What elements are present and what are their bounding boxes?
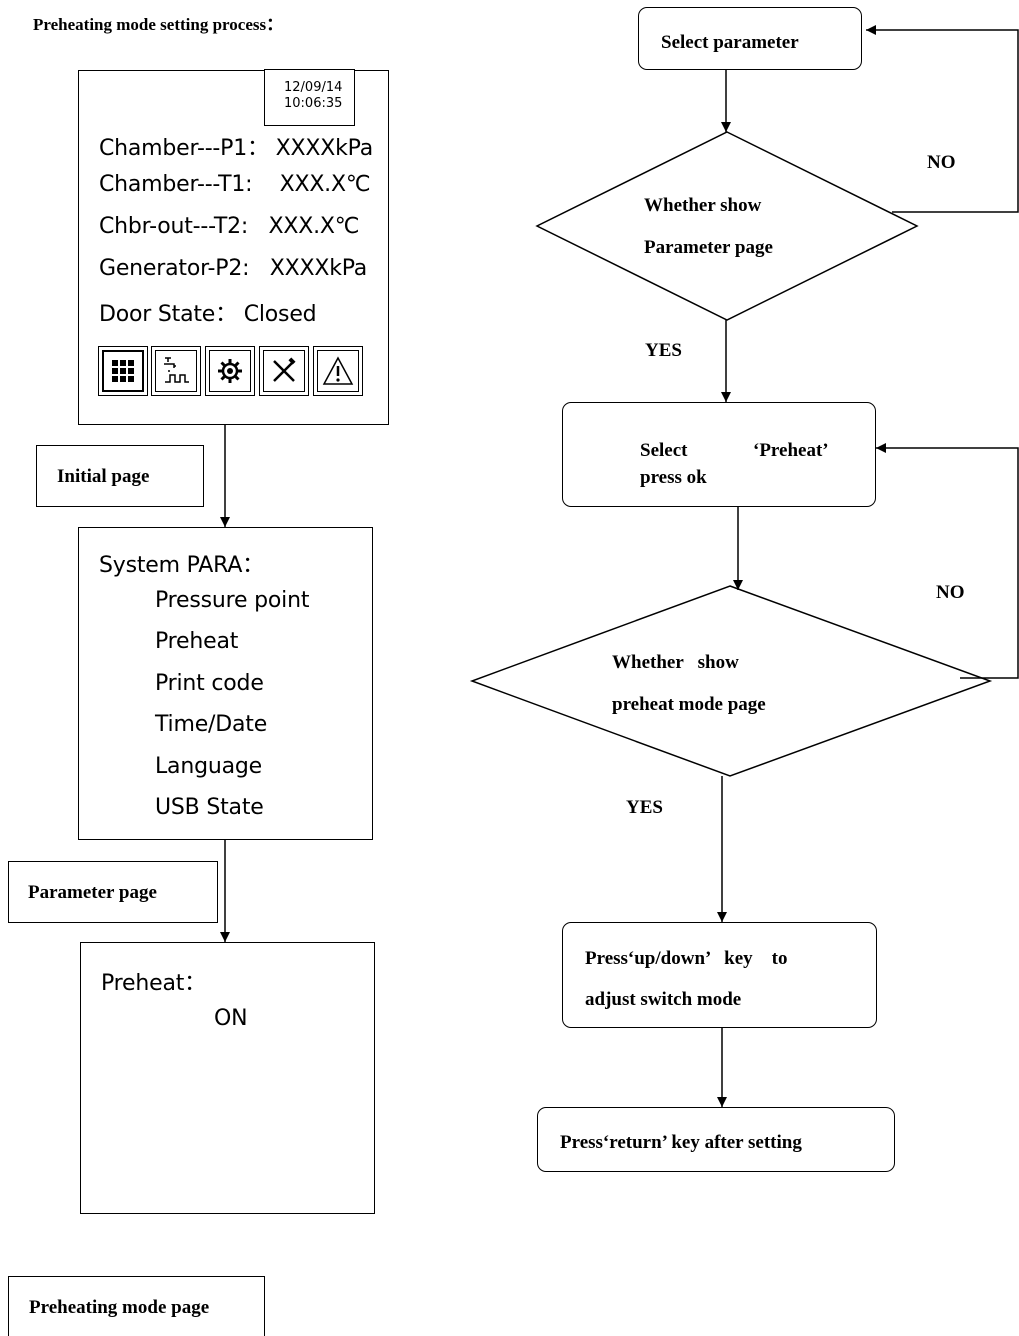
preheating-mode-page-label-text: Preheating mode page [29, 1297, 210, 1318]
initial-page-label: Initial page [36, 445, 204, 507]
press-updown-box: Press‘up/down’ key to adjust switch mode [562, 922, 877, 1028]
arrow-no-loop-1 [866, 25, 1019, 213]
select-preheat-word2: ‘Preheat’ [753, 440, 829, 461]
decision2-line2: preheat mode page [612, 694, 766, 715]
menu-item-time-date: Time/Date [155, 712, 268, 737]
yes-label-1: YES [645, 340, 682, 361]
preheating-mode-page-label: Preheating mode page [8, 1276, 265, 1336]
press-updown-line2: adjust switch mode [585, 989, 742, 1010]
time-text: 10:06:35 [284, 96, 343, 111]
no-label-2: NO [936, 582, 965, 603]
initial-page-label-text: Initial page [57, 466, 150, 487]
system-para-title: System PARA： [99, 553, 264, 578]
menu-item-preheat: Preheat [155, 629, 239, 654]
select-parameter-box: Select parameter [638, 7, 862, 70]
press-return-text: Press‘return’ key after setting [560, 1132, 802, 1153]
decision-diamond-2 [469, 585, 993, 777]
menu-item-usb-state: USB State [155, 795, 264, 820]
select-preheat-box: Select ‘Preheat’ press ok [562, 402, 876, 507]
decision1-line1: Whether show [644, 195, 762, 216]
decision1-line2: Parameter page [644, 237, 773, 258]
decision2-line1: Whether show [612, 652, 739, 673]
menu-item-print-code: Print code [155, 671, 264, 696]
page-heading: Preheating mode setting process： [33, 15, 284, 34]
press-return-box: Press‘return’ key after setting [537, 1107, 895, 1172]
arrow-no-loop-2 [876, 443, 1019, 679]
chbr-out-t2-line: Chbr-out---T2: XXX.X℃ [99, 214, 360, 239]
parameter-page-label-text: Parameter page [28, 882, 157, 903]
parameter-page-screen: System PARA： Pressure point Preheat Prin… [78, 527, 373, 840]
decision-diamond-1 [535, 131, 919, 321]
door-state-line: Door State： Closed [99, 302, 317, 327]
chamber-t1-line: Chamber---T1: XXX.X℃ [99, 172, 371, 197]
date-text: 12/09/14 [284, 80, 343, 95]
preheat-value: ON [214, 1006, 248, 1031]
select-preheat-line2: press ok [640, 467, 707, 488]
menu-item-pressure-point: Pressure point [155, 588, 310, 613]
gear-icon [205, 346, 255, 396]
preheat-mode-screen: Preheat： ON [80, 942, 375, 1214]
select-parameter-text: Select parameter [661, 32, 799, 53]
chamber-p1-line: Chamber---P1： XXXXkPa [99, 136, 374, 161]
yes-label-2: YES [626, 797, 663, 818]
parameter-page-label: Parameter page [8, 861, 218, 923]
press-updown-line1: Press‘up/down’ key to [585, 948, 788, 969]
grid-icon [98, 346, 148, 396]
no-label-1: NO [927, 152, 956, 173]
warning-icon [313, 346, 363, 396]
menu-item-language: Language [155, 754, 262, 779]
preheat-title: Preheat： [101, 971, 206, 996]
tools-icon [259, 346, 309, 396]
datetime-box: 12/09/14 10:06:35 [264, 69, 355, 126]
faucet-pulse-icon [151, 346, 201, 396]
select-preheat-word1: Select [640, 440, 688, 461]
generator-p2-line: Generator-P2: XXXXkPa [99, 256, 368, 281]
